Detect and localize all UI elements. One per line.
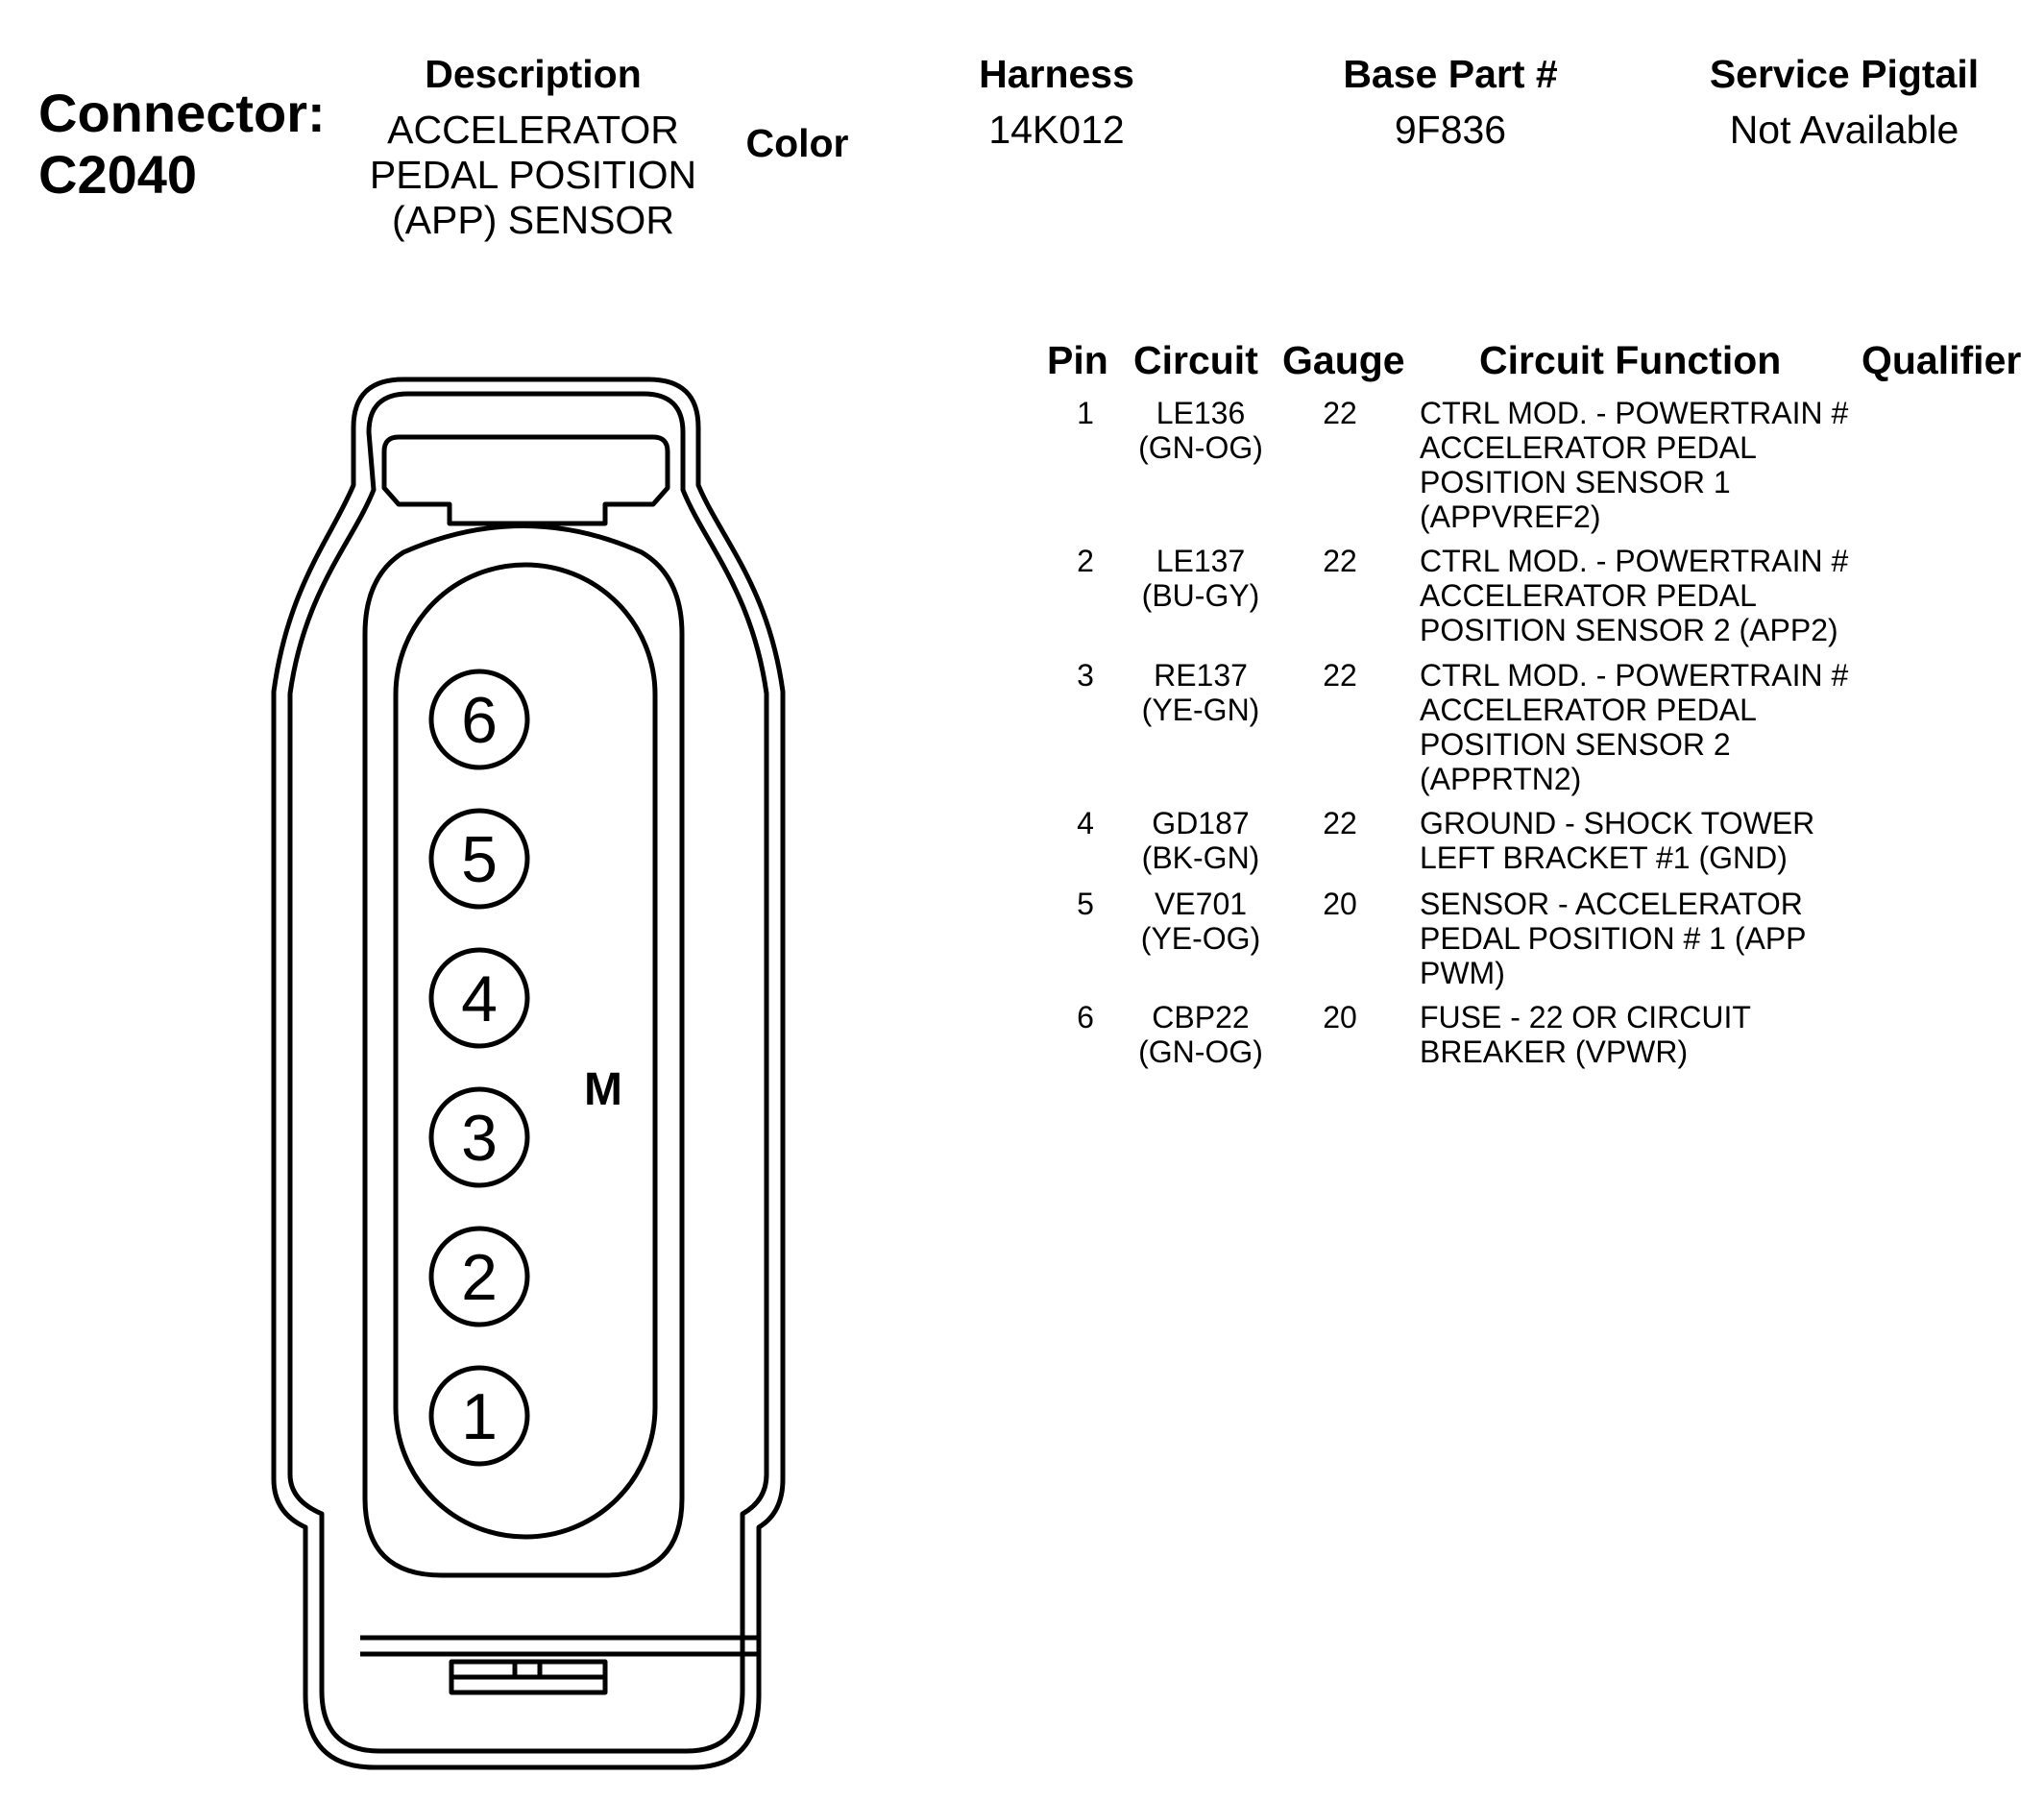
- description-value: ACCELERATOR PEDAL POSITION (APP) SENSOR: [346, 108, 720, 243]
- pigtail-title: Service Pigtail: [1709, 52, 1980, 96]
- description-line: (APP) SENSOR: [392, 198, 674, 242]
- circuit-id: LE136: [1156, 396, 1246, 430]
- pin-circle-2: [428, 1226, 530, 1327]
- description-title: Description: [425, 52, 642, 96]
- col-header-qualifier: Qualifier: [1862, 338, 2022, 382]
- connector-diagram: 6 5 4 3 2 1 M: [271, 377, 786, 1770]
- gauge-cell: 20: [1323, 1000, 1357, 1034]
- pin-number-4: 4: [461, 962, 498, 1035]
- pin-circle-5: [428, 808, 530, 910]
- circuit-cell: VE701(YE-OG): [1124, 887, 1278, 956]
- circuit-cell: CBP22(GN-OG): [1124, 1000, 1278, 1069]
- col-header-function: Circuit Function: [1479, 338, 1782, 382]
- base-part-title: Base Part #: [1343, 52, 1558, 96]
- gauge-cell: 20: [1323, 887, 1357, 921]
- connector-label: Connector: C2040: [38, 83, 326, 206]
- function-cell: CTRL MOD. - POWERTRAIN # ACCELERATOR PED…: [1420, 396, 1849, 534]
- function-cell: CTRL MOD. - POWERTRAIN # ACCELERATOR PED…: [1420, 658, 1849, 796]
- col-header-gauge: Gauge: [1282, 338, 1405, 382]
- base-part-value: 9F836: [1394, 108, 1507, 152]
- pin-cell: 3: [1077, 658, 1094, 693]
- circuit-cell: GD187(BK-GN): [1124, 806, 1278, 875]
- circuit-id: GD187: [1152, 806, 1250, 840]
- polarity-marker: M: [584, 1064, 622, 1115]
- function-cell: CTRL MOD. - POWERTRAIN # ACCELERATOR PED…: [1420, 544, 1849, 647]
- housing-inner-outline: [287, 391, 769, 1754]
- gauge-cell: 22: [1323, 658, 1357, 693]
- pin-circle-3: [428, 1086, 530, 1188]
- function-cell: FUSE - 22 OR CIRCUIT BREAKER (VPWR): [1420, 1000, 1751, 1069]
- circuit-color: (BK-GN): [1141, 840, 1260, 875]
- description-line: ACCELERATOR: [387, 108, 679, 152]
- circuit-id: LE137: [1156, 544, 1246, 578]
- color-title: Color: [745, 121, 849, 165]
- circuit-cell: LE137(BU-GY): [1124, 544, 1278, 613]
- gauge-cell: 22: [1323, 396, 1357, 430]
- col-header-circuit: Circuit: [1133, 338, 1258, 382]
- lock-tab-center: [512, 1659, 543, 1680]
- circuit-color: (GN-OG): [1138, 430, 1263, 465]
- connector-label-text: Connector:: [38, 83, 326, 143]
- circuit-color: (YE-GN): [1141, 693, 1260, 727]
- pin-cell: 4: [1077, 806, 1094, 840]
- pin-circle-4: [428, 947, 530, 1049]
- pin-circle-1: [428, 1365, 530, 1467]
- harness-value: 14K012: [988, 108, 1125, 152]
- pin-cell: 2: [1077, 544, 1094, 578]
- pin-cell: 1: [1077, 396, 1094, 430]
- circuit-cell: LE136(GN-OG): [1124, 396, 1278, 465]
- col-header-pin: Pin: [1047, 338, 1108, 382]
- function-cell: GROUND - SHOCK TOWER LEFT BRACKET #1 (GN…: [1420, 806, 1815, 875]
- pin-number-3: 3: [461, 1102, 498, 1175]
- pin-circles: 6 5 4 3 2 1: [428, 669, 530, 1467]
- pin-number-6: 6: [461, 684, 498, 757]
- housing-outer-outline: [271, 377, 786, 1770]
- circuit-cell: RE137(YE-GN): [1124, 658, 1278, 727]
- harness-title: Harness: [979, 52, 1134, 96]
- circuit-color: (BU-GY): [1141, 578, 1260, 613]
- pin-cell: 5: [1077, 887, 1094, 921]
- circuit-color: (GN-OG): [1138, 1034, 1263, 1069]
- cavity-inner: [393, 562, 658, 1540]
- circuit-id: CBP22: [1152, 1000, 1250, 1034]
- circuit-id: RE137: [1154, 658, 1248, 693]
- pin-cell: 6: [1077, 1000, 1094, 1034]
- function-cell: SENSOR - ACCELERATOR PEDAL POSITION # 1 …: [1420, 887, 1806, 990]
- circuit-id: VE701: [1154, 887, 1248, 921]
- description-line: PEDAL POSITION: [369, 153, 697, 197]
- gauge-cell: 22: [1323, 544, 1357, 578]
- pin-number-5: 5: [461, 823, 498, 896]
- circuit-color: (YE-OG): [1140, 921, 1261, 956]
- pin-circle-6: [428, 669, 530, 770]
- latch-window: [381, 434, 670, 526]
- gauge-cell: 22: [1323, 806, 1357, 840]
- pin-number-2: 2: [461, 1241, 498, 1314]
- pin-number-1: 1: [461, 1380, 498, 1453]
- cavity-outer: [362, 523, 685, 1578]
- pigtail-value: Not Available: [1729, 108, 1959, 152]
- connector-id: C2040: [38, 144, 198, 205]
